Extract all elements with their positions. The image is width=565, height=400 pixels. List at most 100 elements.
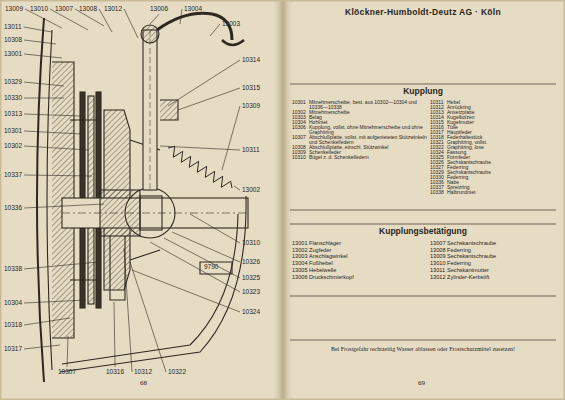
leader-line [132,270,240,312]
callout-number: 10336 [4,205,22,212]
callout-number: 10323 [242,289,260,296]
part-name: Bügel z. d. Schenkelfedern [309,155,430,160]
part-name: Sechskantschraube [447,253,554,260]
leader-line [24,40,56,44]
part-name: Hebelwelle [309,267,430,274]
part-name: Sechskantschraube [447,240,554,247]
leader-line [180,9,182,24]
part-name: Federring [447,260,554,267]
callout-number: 10314 [242,57,260,64]
table-column: 13001Flanschlager13002Zugfeder13003Ansch… [292,240,430,280]
part-name: Zugfeder [309,247,430,254]
leader-line [168,60,240,106]
leader-line [67,336,69,367]
callout-number: 10325 [242,275,260,282]
leader-line [24,318,70,325]
tension-spring [168,146,232,188]
leader-line [99,9,112,32]
table-row: 13010Federring [430,260,554,267]
part-number: 13007 [430,240,447,247]
page-number: 69 [418,380,425,387]
page-header: Klöckner-Humboldt-Deutz AG · Köln [345,8,501,17]
part-name: Fußhebel [309,260,430,267]
part-number: 10301 [292,100,309,105]
table-row: 13011Sechskantmutter [430,267,554,274]
leader-line [25,9,62,28]
part-number: 13003 [292,253,309,260]
leader-line [150,14,159,24]
leader-line [24,54,62,58]
callout-number: 13003 [222,21,240,28]
drawing-number: 9790 [204,264,218,271]
part-number: 13002 [292,247,309,254]
part-name: Federring [447,175,554,180]
callout-number: 10315 [242,85,260,92]
callout-number: 10317 [4,346,22,353]
callout-number: 13009 [5,6,23,13]
part-name: Flanschlager [309,240,430,247]
callout-number: 10310 [242,240,260,247]
table-column: 13007Sechskantschraube13008Federring1300… [430,240,554,280]
leader-line [24,146,88,150]
part-number: 13012 [430,274,447,281]
section-heading: Kupplungsbetätigung [379,227,467,236]
section-heading: Kupplung [403,87,443,96]
part-number: 13011 [430,267,447,274]
part-number: 13008 [430,247,447,254]
table-row: 10338Halbrundniet [430,190,554,195]
parts-table: 10301Mitnehmerscheibe, best. aus 10302—1… [292,100,554,195]
callout-number: 10309 [242,103,260,110]
table-row: 10310Bügel z. d. Schenkelfedern [292,155,430,160]
callout-number: 10330 [4,95,22,102]
part-number: 13010 [430,260,447,267]
part-number: 13001 [292,240,309,247]
callout-number: 13002 [242,187,260,194]
leader-line [24,204,104,208]
part-number: 10307 [292,135,309,140]
callout-number: 10301 [4,128,22,135]
leader-line [114,302,115,367]
page-number: 68 [140,380,147,387]
callout-number: 10318 [4,322,22,329]
leader-line [210,24,220,36]
callout-number: 10302 [4,143,22,150]
part-number: 13009 [430,253,447,260]
part-name: Zylinder-Kerbstift [447,274,554,281]
table-row: 10301Mitnehmerscheibe, best. aus 10302—1… [292,100,430,110]
leader-line [24,131,82,134]
leader-line [24,82,64,86]
part-name: Druckschmierkopf [309,274,430,281]
table-column: 10311Hebel10312Anrückring10313Ansetzplat… [430,100,554,195]
part-number: 13006 [292,274,309,281]
table-column: 10301Mitnehmerscheibe, best. aus 10302—1… [292,100,430,195]
leader-line [234,186,240,190]
callout-number: 10316 [106,369,124,376]
callout-number: 10326 [242,259,260,266]
part-name: Kugelmutter [447,120,554,125]
part-name: Halbrundniet [447,190,554,195]
table-row: 13004Fußhebel [292,260,430,267]
leader-line [130,262,166,372]
leader-line [24,262,98,269]
callout-number: 13004 [184,6,202,13]
table-row: 13001Flanschlager [292,240,430,247]
callout-number: 10308 [4,37,22,44]
table-row: 13005Hebelwelle [292,267,430,274]
callout-number: 10329 [4,79,22,86]
part-number: 13005 [292,267,309,274]
leader-line [50,9,88,30]
leader-line [172,232,240,262]
leader-line [24,27,52,32]
leader-line [160,146,240,150]
callout-number: 10307 [58,369,76,376]
table-row: 13006Druckschmierkopf [292,274,430,281]
callout-number: 10322 [168,369,186,376]
footer-note: Bei Frostgefahr rechtzeitig Wasser ablas… [323,346,523,354]
part-name: Mitnehmerscheibe [309,110,430,115]
callout-number: 13011 [4,24,22,31]
callout-number: 10311 [242,147,260,154]
part-name: Kupplung, vollst. ohne Mitnehmerscheibe … [309,125,430,135]
